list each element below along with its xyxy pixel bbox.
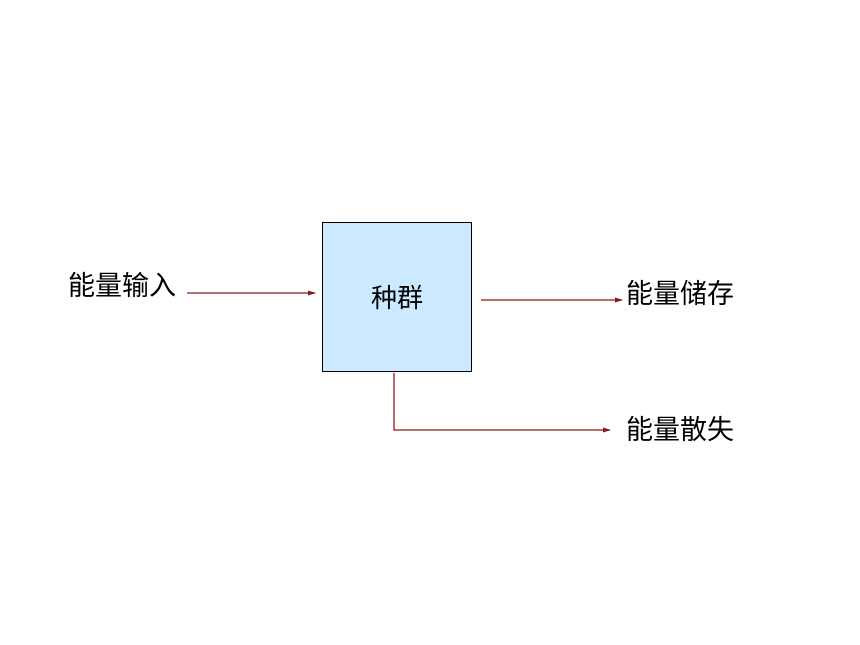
energy-input-label: 能量输入	[68, 271, 176, 302]
population-node: 种群	[322, 222, 472, 372]
energy-storage-label: 能量储存	[626, 279, 734, 310]
population-node-label: 种群	[370, 284, 423, 314]
loss-arrow	[393, 373, 611, 433]
energy-loss-label: 能量散失	[626, 415, 734, 446]
